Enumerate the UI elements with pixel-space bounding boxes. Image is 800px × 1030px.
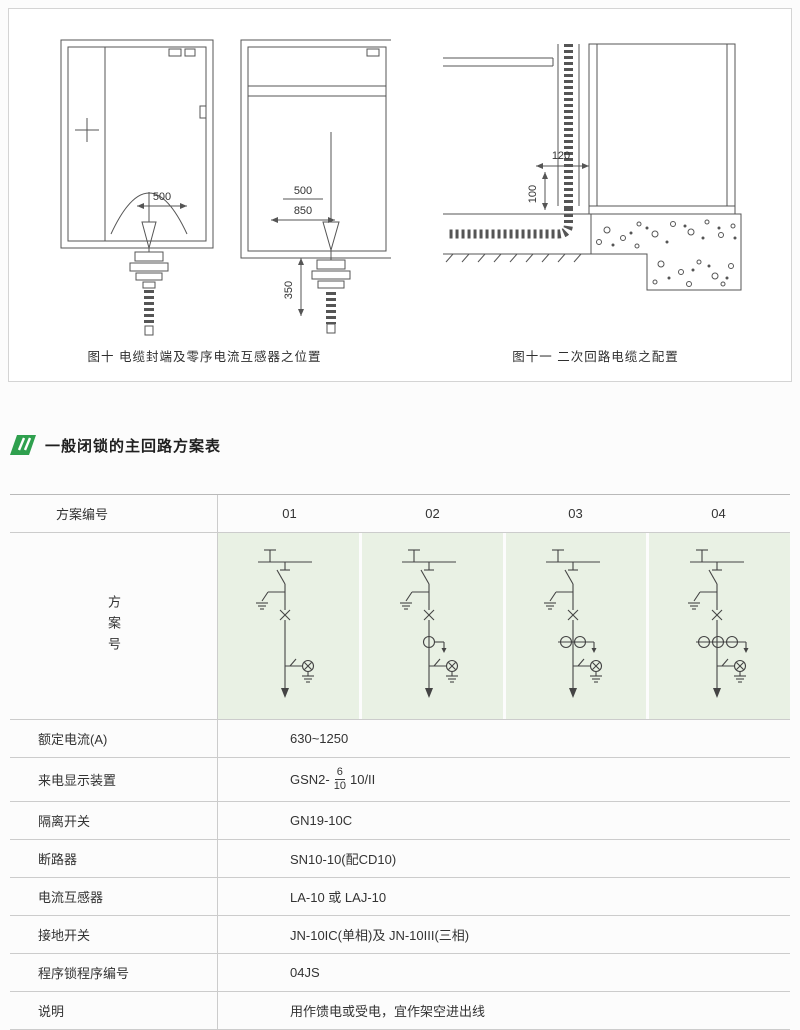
figure10-diagram: 500 500 850 350	[60, 39, 391, 336]
dim-500-right: 500	[293, 185, 311, 197]
row-value: LA-10 或 LAJ-10	[290, 890, 387, 905]
scheme-table: 方案编号 01 02 03 04 方案号	[10, 494, 790, 1030]
scheme-diagram-04	[649, 533, 790, 719]
column-header-03: 03	[568, 506, 583, 521]
scheme-diagram-03	[505, 533, 647, 719]
row-label: 电流互感器	[10, 878, 218, 915]
gsn-prefix: GSN2-	[290, 772, 330, 787]
row-value: 04JS	[290, 965, 320, 980]
table-row: 来电显示装置 GSN2- 6 10 10/II	[10, 758, 790, 802]
scheme-row-label: 方案号	[106, 594, 121, 658]
row-label: 接地开关	[10, 916, 218, 953]
dim-500-left: 500	[152, 191, 170, 203]
dim-100: 100	[527, 185, 539, 203]
dim-350: 350	[283, 281, 295, 299]
row-value: GN19-10C	[290, 813, 353, 828]
gsn-suffix: 10/II	[349, 772, 376, 787]
gsn-denominator: 10	[333, 780, 346, 792]
column-header-01: 01	[282, 506, 297, 521]
row-value: JN-10IC(单相)及 JN-10III(三相)	[290, 928, 470, 943]
row-label: 隔离开关	[10, 802, 218, 839]
row-label: 程序锁程序编号	[10, 954, 218, 991]
scheme-row: 方案号	[10, 533, 790, 720]
column-header-04: 04	[711, 506, 726, 521]
figure11-diagram: 120 100	[442, 43, 741, 291]
section-marker-icon	[10, 435, 36, 455]
table-row: 额定电流(A) 630~1250	[10, 720, 790, 758]
figure10-caption: 图十 电缆封端及零序电流互感器之位置	[87, 350, 322, 364]
column-header-02: 02	[425, 506, 440, 521]
figure11-caption: 图十一 二次回路电缆之配置	[512, 350, 679, 364]
section-header: 一般闭锁的主回路方案表	[10, 434, 800, 456]
row-label: 断路器	[10, 840, 218, 877]
row-value: 630~1250	[290, 731, 349, 746]
table-row: 程序锁程序编号 04JS	[10, 954, 790, 992]
table-row: 说明 用作馈电或受电，宜作架空进出线	[10, 992, 790, 1030]
table-row: 接地开关 JN-10IC(单相)及 JN-10III(三相)	[10, 916, 790, 954]
scheme-diagram-02	[361, 533, 503, 719]
header-label: 方案编号	[10, 495, 218, 532]
dim-850: 850	[293, 205, 311, 217]
table-header-row: 方案编号 01 02 03 04	[10, 495, 790, 533]
dim-120: 120	[551, 150, 569, 162]
figure-frame: 500 500 850 350 图十 电缆封端及零序电流互感器之位置	[8, 8, 792, 382]
table-row: 隔离开关 GN19-10C	[10, 802, 790, 840]
figure10: 500 500 850 350 图十 电缆封端及零序电流互感器之位置	[9, 9, 400, 381]
scheme-row-label-cell: 方案号	[10, 533, 218, 719]
row-value: GSN2- 6 10 10/II	[218, 758, 790, 801]
row-value: SN10-10(配CD10)	[290, 852, 397, 867]
gsn-fraction: 6 10	[334, 767, 346, 792]
figure11: 120 100 图十一 二次回路电缆之配置	[400, 9, 791, 381]
section-title: 一般闭锁的主回路方案表	[45, 437, 222, 455]
row-value: 用作馈电或受电，宜作架空进出线	[290, 1004, 486, 1019]
scheme-diagram-01	[218, 533, 359, 719]
row-label: 来电显示装置	[10, 758, 218, 801]
gsn-numerator: 6	[334, 766, 345, 780]
table-row: 电流互感器 LA-10 或 LAJ-10	[10, 878, 790, 916]
row-label: 额定电流(A)	[10, 720, 218, 757]
table-row: 断路器 SN10-10(配CD10)	[10, 840, 790, 878]
row-label: 说明	[10, 992, 218, 1029]
